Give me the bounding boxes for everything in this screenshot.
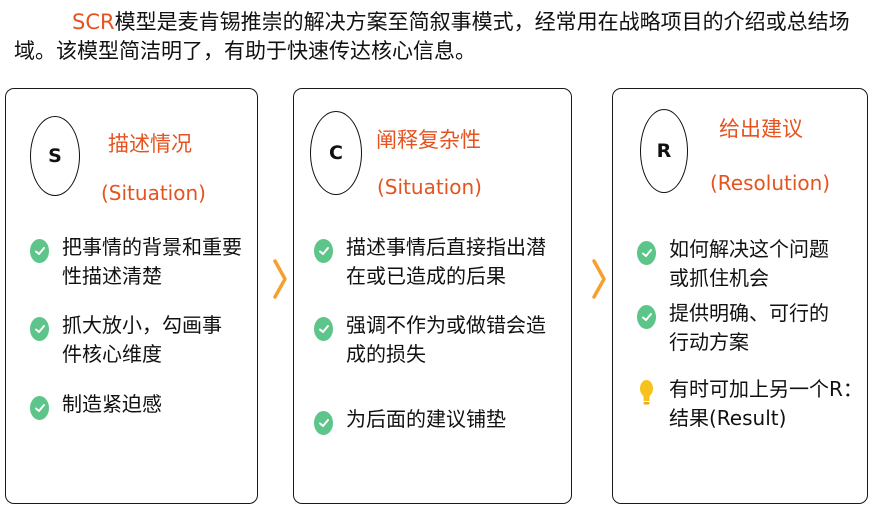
check-icon [30,396,49,420]
check-icon [314,317,333,341]
item-text: 制造紧迫感 [62,392,162,416]
list-item: 强调不作为或做错会造成的损失 [314,311,570,369]
list-item: 为后面的建议铺垫 [314,405,570,435]
letter-s: S [48,145,62,167]
card-complication: C 阐释复杂性 (Situation) 描述事情后直接指出潜在或已造成的后果 强… [293,88,572,504]
item-text: 抓大放小，勾画事件核心维度 [62,313,222,366]
check-icon [30,317,49,341]
item-text: 描述事情后直接指出潜在或已造成的后果 [346,235,546,288]
card-subtitle-r: (Resolution) [710,171,831,195]
list-item: 把事情的背景和重要性描述清楚 [30,233,258,291]
card-resolution: R 给出建议 (Resolution) 如何解决这个问题或抓住机会 提供明确、可… [612,88,868,504]
item-text: 提供明确、可行的行动方案 [669,301,829,354]
item-text: 把事情的背景和重要性描述清楚 [62,235,242,288]
check-icon [637,305,656,329]
item-text: 有时可加上另一个R：结果(Result) [669,377,863,430]
intro-text: 模型是麦肯锡推崇的解决方案至简叙事模式，经常用在战略项目的介绍或总结场域。该模型… [14,10,850,63]
item-text: 强调不作为或做错会造成的损失 [346,313,546,366]
letter-r: R [656,140,672,162]
item-text: 如何解决这个问题或抓住机会 [669,237,829,290]
chevron-right-icon [592,259,606,299]
list-item: 抓大放小，勾画事件核心维度 [30,311,258,369]
card-title-s: 描述情况 [108,132,192,156]
chevron-right-icon [273,259,287,299]
card-situation: S 描述情况 (Situation) 把事情的背景和重要性描述清楚 抓大放小，勾… [5,88,258,504]
letter-badge-r: R [640,109,688,193]
check-icon [30,239,49,263]
lightbulb-icon [640,380,653,405]
item-text: 为后面的建议铺垫 [346,407,506,431]
card-subtitle-c: (Situation) [377,175,482,199]
card-title-r: 给出建议 [719,117,803,141]
letter-badge-c: C [310,111,362,195]
list-item: 制造紧迫感 [30,390,258,420]
intro-paragraph: SCR模型是麦肯锡推崇的解决方案至简叙事模式，经常用在战略项目的介绍或总结场域。… [14,8,864,66]
check-icon [314,411,333,435]
letter-badge-s: S [30,116,80,196]
check-icon [637,241,656,265]
check-icon [314,239,333,263]
list-item: 有时可加上另一个R：结果(Result) [637,375,869,433]
list-item: 描述事情后直接指出潜在或已造成的后果 [314,233,570,291]
card-title-c: 阐释复杂性 [376,128,481,152]
list-item: 提供明确、可行的行动方案 [637,299,865,357]
list-item: 如何解决这个问题或抓住机会 [637,235,865,293]
card-subtitle-s: (Situation) [101,181,206,205]
intro-highlight: SCR [72,10,115,34]
letter-c: C [329,142,343,164]
